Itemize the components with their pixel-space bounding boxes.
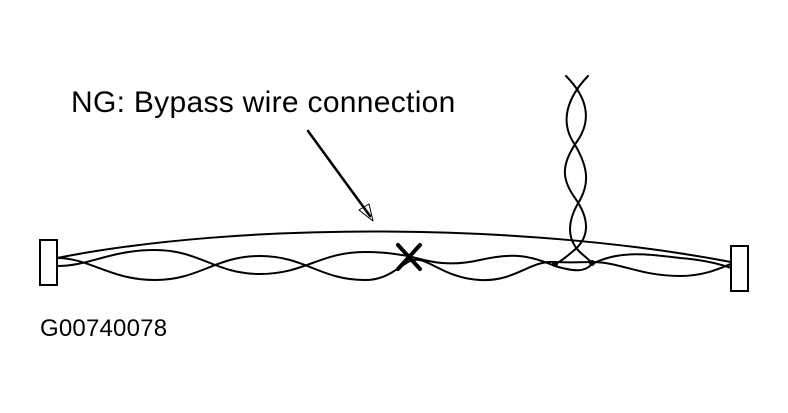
left-terminal — [39, 239, 58, 286]
twisted-pair-strand-a — [56, 255, 732, 282]
right-terminal — [730, 245, 749, 292]
twisted-pair-strand-b — [56, 249, 732, 275]
splice-point — [552, 261, 558, 267]
branch-strand-d — [565, 75, 593, 264]
bypass-wire — [56, 230, 732, 263]
callout-arrow — [306, 129, 374, 222]
splice-point — [589, 260, 595, 266]
callout-label: NG: Bypass wire connection — [71, 86, 456, 119]
branch-strand-c — [554, 75, 588, 265]
x-mark-icon — [396, 243, 422, 271]
figure-id: G00740078 — [40, 315, 168, 342]
